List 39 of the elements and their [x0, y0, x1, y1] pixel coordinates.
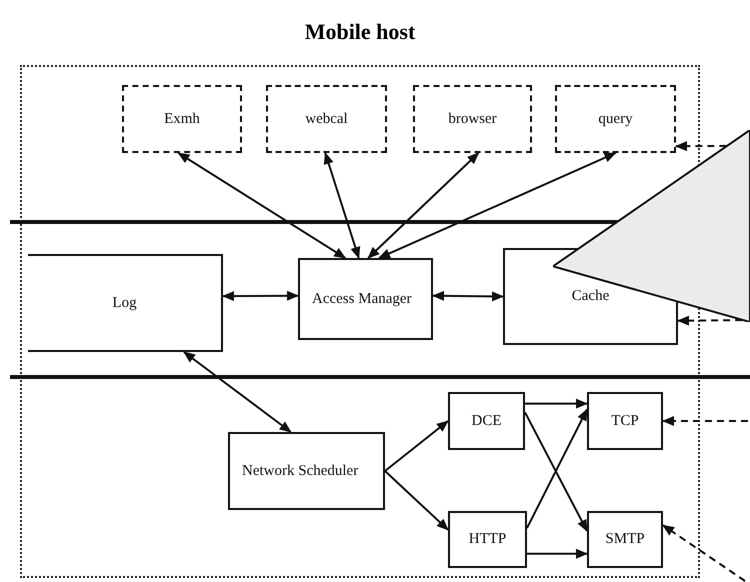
- box-label: Log: [112, 294, 137, 312]
- application-box: [555, 85, 676, 153]
- arrow: [222, 290, 299, 302]
- arrow: [677, 316, 742, 326]
- box-label: HTTP: [468, 531, 506, 548]
- box-label: DCE: [472, 412, 502, 430]
- box-label: browser: [448, 110, 497, 128]
- box-label: SMTP: [605, 531, 645, 548]
- module-box: [587, 511, 663, 568]
- box-label: Network Scheduler: [242, 462, 358, 480]
- arrow: [662, 416, 748, 426]
- arrow: [432, 290, 504, 302]
- box-label: webcal: [305, 110, 348, 128]
- module-box: [448, 392, 525, 450]
- arrow: [525, 398, 588, 409]
- arrow: [675, 141, 726, 152]
- arrow: [527, 548, 588, 559]
- arrow: [367, 152, 480, 259]
- module-box: [298, 258, 433, 340]
- arrow: [384, 420, 449, 472]
- module-box: [448, 511, 527, 568]
- module-box: [587, 392, 663, 450]
- module-box: [228, 432, 385, 510]
- box-label: query: [598, 110, 633, 128]
- arrow: [178, 152, 346, 259]
- box-label: Access Manager: [312, 290, 412, 308]
- box-label: TCP: [611, 412, 639, 430]
- arrow: [183, 351, 292, 433]
- arrow: [378, 152, 616, 259]
- application-box: [122, 85, 242, 153]
- box-label: Cache: [572, 288, 610, 305]
- arrow: [384, 470, 449, 531]
- box-label: Exmh: [164, 110, 200, 128]
- arrow: [324, 152, 360, 259]
- host-label: Mobile host: [304, 19, 416, 44]
- application-box: [266, 85, 387, 153]
- arrow: [662, 524, 746, 582]
- module-box: [28, 254, 223, 352]
- application-box: [413, 85, 532, 153]
